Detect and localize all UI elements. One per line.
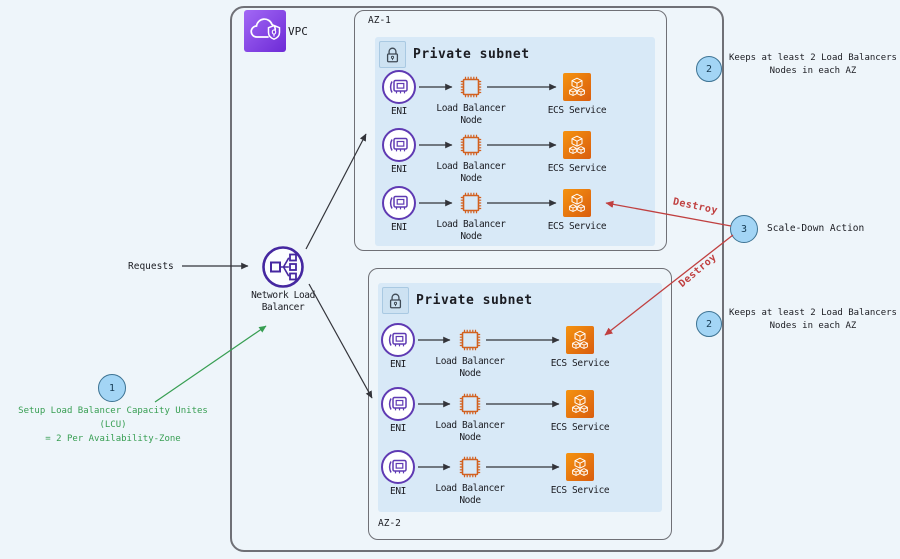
badge-2-bottom: 2 bbox=[696, 311, 722, 337]
note-2-top: Keeps at least 2 Load Balancers Nodes in… bbox=[726, 52, 900, 78]
az1-box bbox=[354, 10, 667, 251]
load-balancer-node-icon bbox=[458, 190, 484, 220]
requests-label: Requests bbox=[128, 261, 174, 272]
az1-label: AZ-1 bbox=[368, 15, 391, 26]
eni-label: ENI bbox=[391, 106, 407, 117]
lb-label-line1: Load Balancer bbox=[436, 161, 506, 172]
az2-private-subnet bbox=[378, 283, 662, 512]
ecs-service-icon bbox=[563, 73, 591, 105]
network-load-balancer-icon bbox=[261, 245, 305, 293]
az1-private-subnet bbox=[375, 37, 655, 246]
az2-lock-icon bbox=[382, 287, 409, 314]
nlb-label: Network Load Balancer bbox=[233, 290, 333, 314]
lb-label-line1: Load Balancer bbox=[436, 219, 506, 230]
ecs-service-icon bbox=[563, 189, 591, 221]
lb-label-line2: Node bbox=[459, 495, 481, 506]
eni-label: ENI bbox=[391, 222, 407, 233]
az2-subnet-label: Private subnet bbox=[416, 293, 533, 308]
lb-label-line2: Node bbox=[460, 231, 482, 242]
ecs-service-icon bbox=[566, 390, 594, 422]
load-balancer-node-icon bbox=[457, 391, 483, 421]
eni-label: ENI bbox=[391, 164, 407, 175]
lb-label-line1: Load Balancer bbox=[436, 103, 506, 114]
nlb-label-line2: Balancer bbox=[261, 302, 305, 313]
load-balancer-node-icon bbox=[458, 74, 484, 104]
lb-label-line1: Load Balancer bbox=[435, 483, 505, 494]
badge-3: 3 bbox=[730, 215, 758, 243]
load-balancer-node-icon bbox=[457, 327, 483, 357]
ecs-service-label: ECS Service bbox=[547, 105, 607, 116]
nlb-label-line1: Network Load bbox=[251, 290, 315, 301]
note-3: Scale-Down Action bbox=[767, 223, 865, 234]
note-2-top-line2: Nodes in each AZ bbox=[769, 66, 857, 76]
note-2-top-line1: Keeps at least 2 Load Balancers bbox=[729, 53, 897, 63]
ecs-service-label: ECS Service bbox=[547, 221, 607, 232]
note-2-bottom-line1: Keeps at least 2 Load Balancers bbox=[729, 308, 897, 318]
vpc-icon bbox=[244, 10, 286, 52]
vpc-label: VPC bbox=[288, 25, 308, 38]
note-1-line1: Setup Load Balancer Capacity Unites (LCU… bbox=[18, 406, 208, 430]
lb-label-line1: Load Balancer bbox=[435, 420, 505, 431]
note-1: Setup Load Balancer Capacity Unites (LCU… bbox=[2, 404, 224, 446]
ecs-service-label: ECS Service bbox=[547, 163, 607, 174]
load-balancer-node-label: Load Balancer Node bbox=[411, 103, 531, 127]
load-balancer-node-icon bbox=[458, 132, 484, 162]
lb-label-line2: Node bbox=[460, 173, 482, 184]
badge-2-top: 2 bbox=[696, 56, 722, 82]
note-2-bottom-line2: Nodes in each AZ bbox=[769, 321, 857, 331]
lb-label-line1: Load Balancer bbox=[435, 356, 505, 367]
lb-label-line2: Node bbox=[460, 115, 482, 126]
az2-label: AZ-2 bbox=[378, 518, 401, 529]
ecs-service-icon bbox=[566, 326, 594, 358]
load-balancer-node-label: Load Balancer Node bbox=[411, 161, 531, 185]
lb-label-line2: Node bbox=[459, 432, 481, 443]
ecs-service-icon bbox=[563, 131, 591, 163]
eni-label: ENI bbox=[390, 423, 406, 434]
note-2-bottom: Keeps at least 2 Load Balancers Nodes in… bbox=[726, 307, 900, 333]
load-balancer-node-label: Load Balancer Node bbox=[411, 219, 531, 243]
note-1-line2: = 2 Per Availability-Zone bbox=[45, 434, 181, 444]
az1-lock-icon bbox=[379, 41, 406, 68]
ecs-service-label: ECS Service bbox=[550, 485, 610, 496]
eni-label: ENI bbox=[390, 486, 406, 497]
load-balancer-node-label: Load Balancer Node bbox=[410, 420, 530, 444]
ecs-service-label: ECS Service bbox=[550, 422, 610, 433]
ecs-service-icon bbox=[566, 453, 594, 485]
eni-label: ENI bbox=[390, 359, 406, 370]
lb-label-line2: Node bbox=[459, 368, 481, 379]
load-balancer-node-label: Load Balancer Node bbox=[410, 483, 530, 507]
az2-box bbox=[368, 268, 672, 540]
az1-subnet-label: Private subnet bbox=[413, 47, 530, 62]
load-balancer-node-icon bbox=[457, 454, 483, 484]
badge-1: 1 bbox=[98, 374, 126, 402]
load-balancer-node-label: Load Balancer Node bbox=[410, 356, 530, 380]
ecs-service-label: ECS Service bbox=[550, 358, 610, 369]
